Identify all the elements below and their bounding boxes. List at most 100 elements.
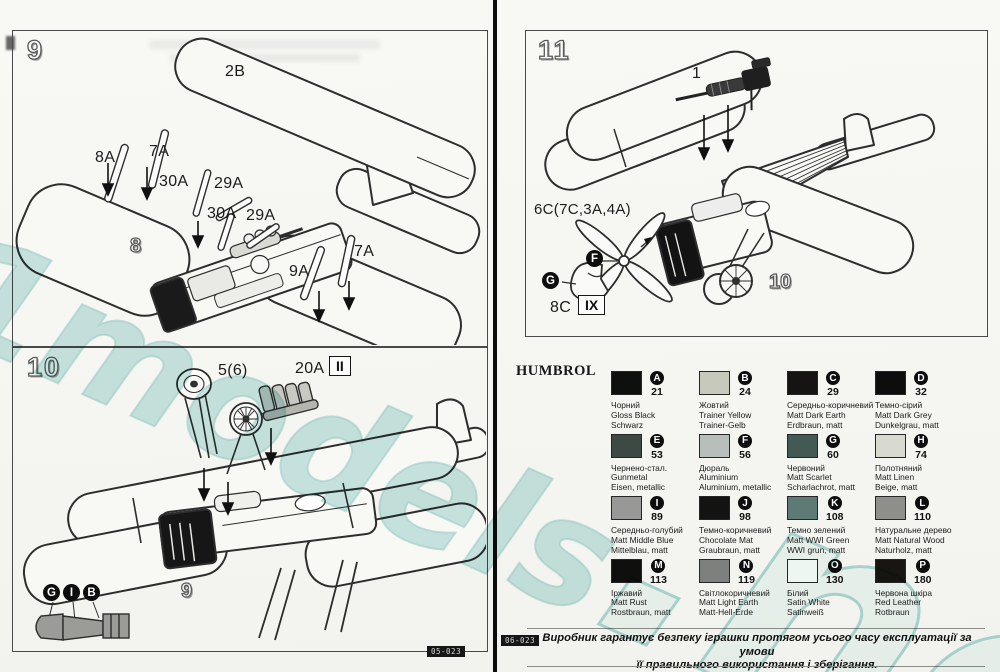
assembly-arrows [101,163,356,323]
part-label-6c: 6C(7C,3A,4A) [534,201,631,218]
paint-code: 113 [650,573,667,586]
paint-letter-badge: B [738,371,752,385]
upper-wing [174,37,476,199]
paint-letter-badge: G [826,433,840,448]
paint-letter-badge: F [738,433,752,448]
color-badge-g: G [43,584,60,601]
step-number: 10 [26,351,62,382]
paint-letter-badge: K [827,496,842,510]
scan-mark [6,36,15,50]
color-badge-g: G [542,272,559,289]
paint-swatch [699,558,730,583]
paint-code: 89 [651,511,663,523]
paint-letter-badge: H [914,433,928,448]
paint-letter-badge: O [827,558,842,573]
paint-swatch [611,558,642,583]
step-11-diagram [544,50,936,310]
paint-code: 108 [826,511,844,523]
part-label-9a: 9A [289,263,310,280]
paint-letter-badge: P [915,558,930,573]
paint-letter-badge: M [651,558,666,573]
paint-code: 21 [651,386,663,398]
paint-swatch [787,371,818,395]
lower-wing-right [721,165,915,275]
subassembly-label-9: 9 [180,579,193,602]
paint-swatch [699,371,730,395]
exhaust-manifold-part [258,381,319,422]
page-divider [493,0,497,672]
paint-code: 180 [914,573,932,586]
fuselage [655,193,773,287]
part-label-30a: 30A [159,173,189,190]
machine-gun-part [675,57,771,111]
part-label-29a: 29A [214,175,244,192]
paint-swatch [611,371,642,395]
paint-letter-badge: N [739,558,754,573]
part-label-7a: 7A [149,143,170,160]
part-label-2b: 2B [225,63,246,80]
paint-letter-badge: C [826,371,840,385]
paint-code: 74 [915,448,927,461]
paint-swatch [699,433,730,458]
paint-letter-badge: D [914,371,928,385]
paint-code: 110 [914,511,931,523]
paint-swatch [787,433,818,458]
footer-rule-bottom [527,666,985,667]
sheet-code-tag: 06-023 [501,635,540,646]
tail-fin [843,113,875,152]
part-label-8a: 8A [95,149,116,166]
biplane-drawing [22,398,486,641]
engine-block [158,508,218,570]
step-9-panel: 9 2B 8A 7A 30A 29A 30A 29A 8 9A 7A [12,30,488,347]
paint-letter-badge: J [738,496,752,510]
engine-block [149,277,197,333]
lower-wing-right [304,502,486,588]
paint-swatch [875,433,906,458]
paint-code: 130 [826,573,844,586]
paint-swatch [875,496,906,520]
step-10-diagram [22,368,486,641]
part-label-30a: 30A [207,205,237,222]
paint-letter-badge: L [915,496,930,510]
step-number: 9 [26,34,45,65]
part-label-29a: 29A [246,207,276,224]
assembly-arrows [697,105,735,161]
cockpit [745,200,770,217]
propeller-part [561,212,673,310]
sprue-box-ix: IX [578,295,606,315]
paint-swatch [611,433,642,458]
paint-code: 60 [827,448,839,461]
biplane-drawing [544,50,936,305]
subassembly-label-8: 8 [129,234,142,257]
paint-code: 98 [739,511,751,523]
paint-swatch [875,558,906,583]
paint-code: 29 [827,386,839,398]
step-10-panel: 10 5(6) 20A II 9 G I B 05-023 [12,347,488,657]
paint-swatch [611,496,642,520]
bomb-part [35,601,130,641]
